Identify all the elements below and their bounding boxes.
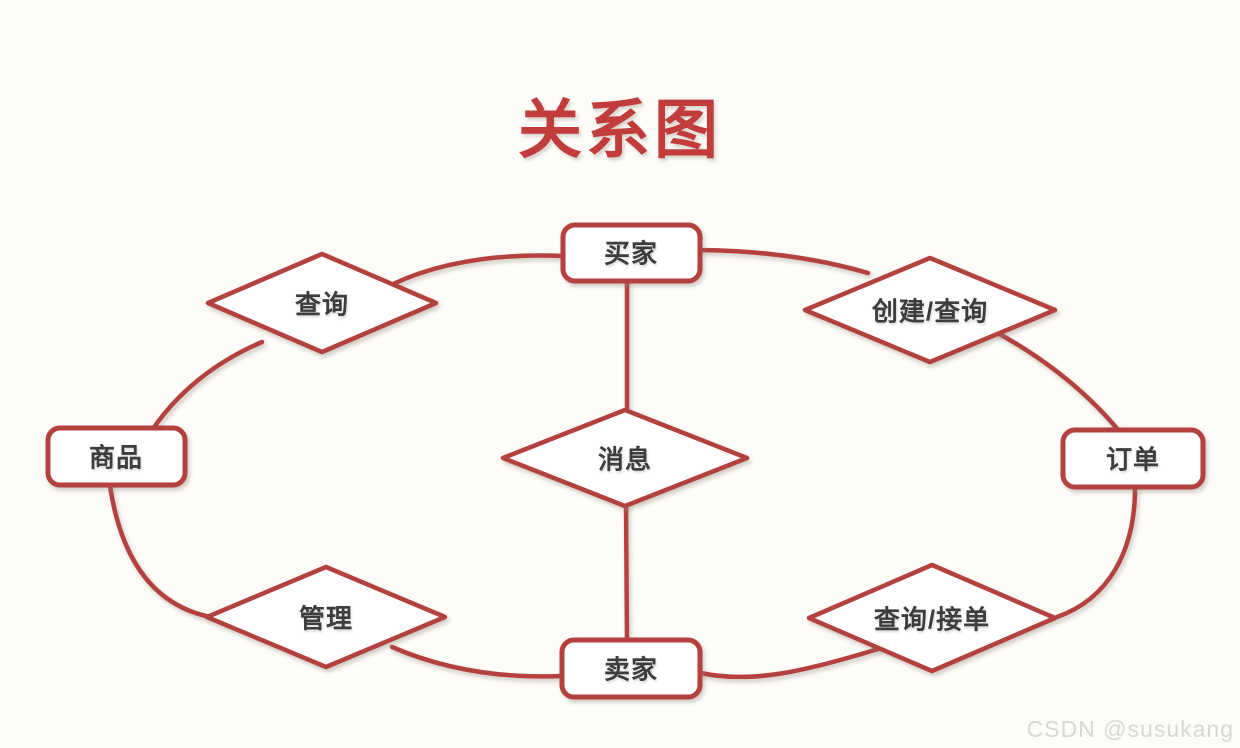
entity-node-seller <box>559 637 703 700</box>
node-label-manage: 管理 <box>298 603 354 634</box>
node-label-product: 商品 <box>88 442 144 473</box>
node-label-create-query: 创建/查询 <box>871 296 989 327</box>
diagram-nodes <box>45 222 1206 700</box>
edge-seller-query-accept <box>698 646 881 680</box>
relation-node-query-accept <box>806 562 1058 674</box>
node-label-order: 订单 <box>1105 444 1161 475</box>
node-label-message: 消息 <box>597 444 653 475</box>
node-label-buyer: 买家 <box>603 238 659 269</box>
edge-order-query-accept <box>1054 485 1138 620</box>
edge-manage-seller <box>389 644 565 679</box>
entity-node-buyer <box>560 222 703 284</box>
relation-node-message <box>500 407 750 509</box>
edge-query-buyer <box>390 253 566 287</box>
entity-node-product <box>45 425 188 488</box>
page-title: 关系图 <box>518 93 722 166</box>
node-label-query: 查询 <box>294 289 350 320</box>
node-label-seller: 卖家 <box>603 654 659 685</box>
edge-create-query-order <box>993 329 1122 434</box>
edge-message-seller <box>623 501 630 644</box>
relation-node-create-query <box>802 255 1058 365</box>
watermark: CSDN @susukang <box>1026 716 1234 742</box>
relation-node-manage <box>204 564 448 670</box>
node-label-query-accept: 查询/接单 <box>873 604 991 635</box>
edge-product-manage <box>107 483 209 619</box>
edge-buyer-create-query <box>697 247 871 276</box>
relation-node-query <box>205 251 439 355</box>
edge-product-query <box>149 339 265 433</box>
diagram-edges <box>107 247 1138 680</box>
entity-node-order <box>1060 427 1206 490</box>
